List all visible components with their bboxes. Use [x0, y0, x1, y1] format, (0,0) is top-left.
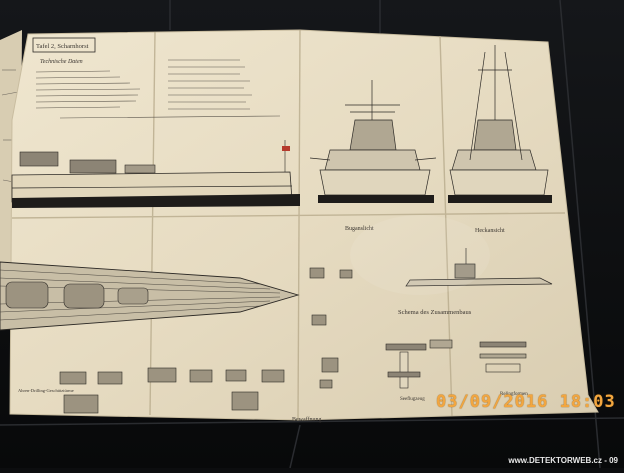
armament-label: Bewaffnung [292, 416, 322, 423]
turret-label: Ahren-Drilling-Geschütztürme [18, 388, 74, 393]
plate-title: Tafel 2, Scharnhorst [36, 43, 89, 50]
light-glare [350, 215, 490, 295]
seaplane-label: Seeflugzeug [400, 397, 425, 402]
bow-view-waterline [318, 195, 434, 203]
stern-view-waterline [448, 195, 552, 203]
stern-view-label: Heckansicht [475, 228, 505, 234]
data-heading: Technische Daten [40, 59, 83, 65]
assembly-scheme-title: Schema des Zusammenbaus [398, 309, 472, 316]
date-stamp: 03/09/2016 18:03 [436, 392, 616, 412]
drawing-sheet [10, 30, 598, 420]
watermark: www.DETEKTORWEB.cz - 09 [508, 456, 618, 465]
